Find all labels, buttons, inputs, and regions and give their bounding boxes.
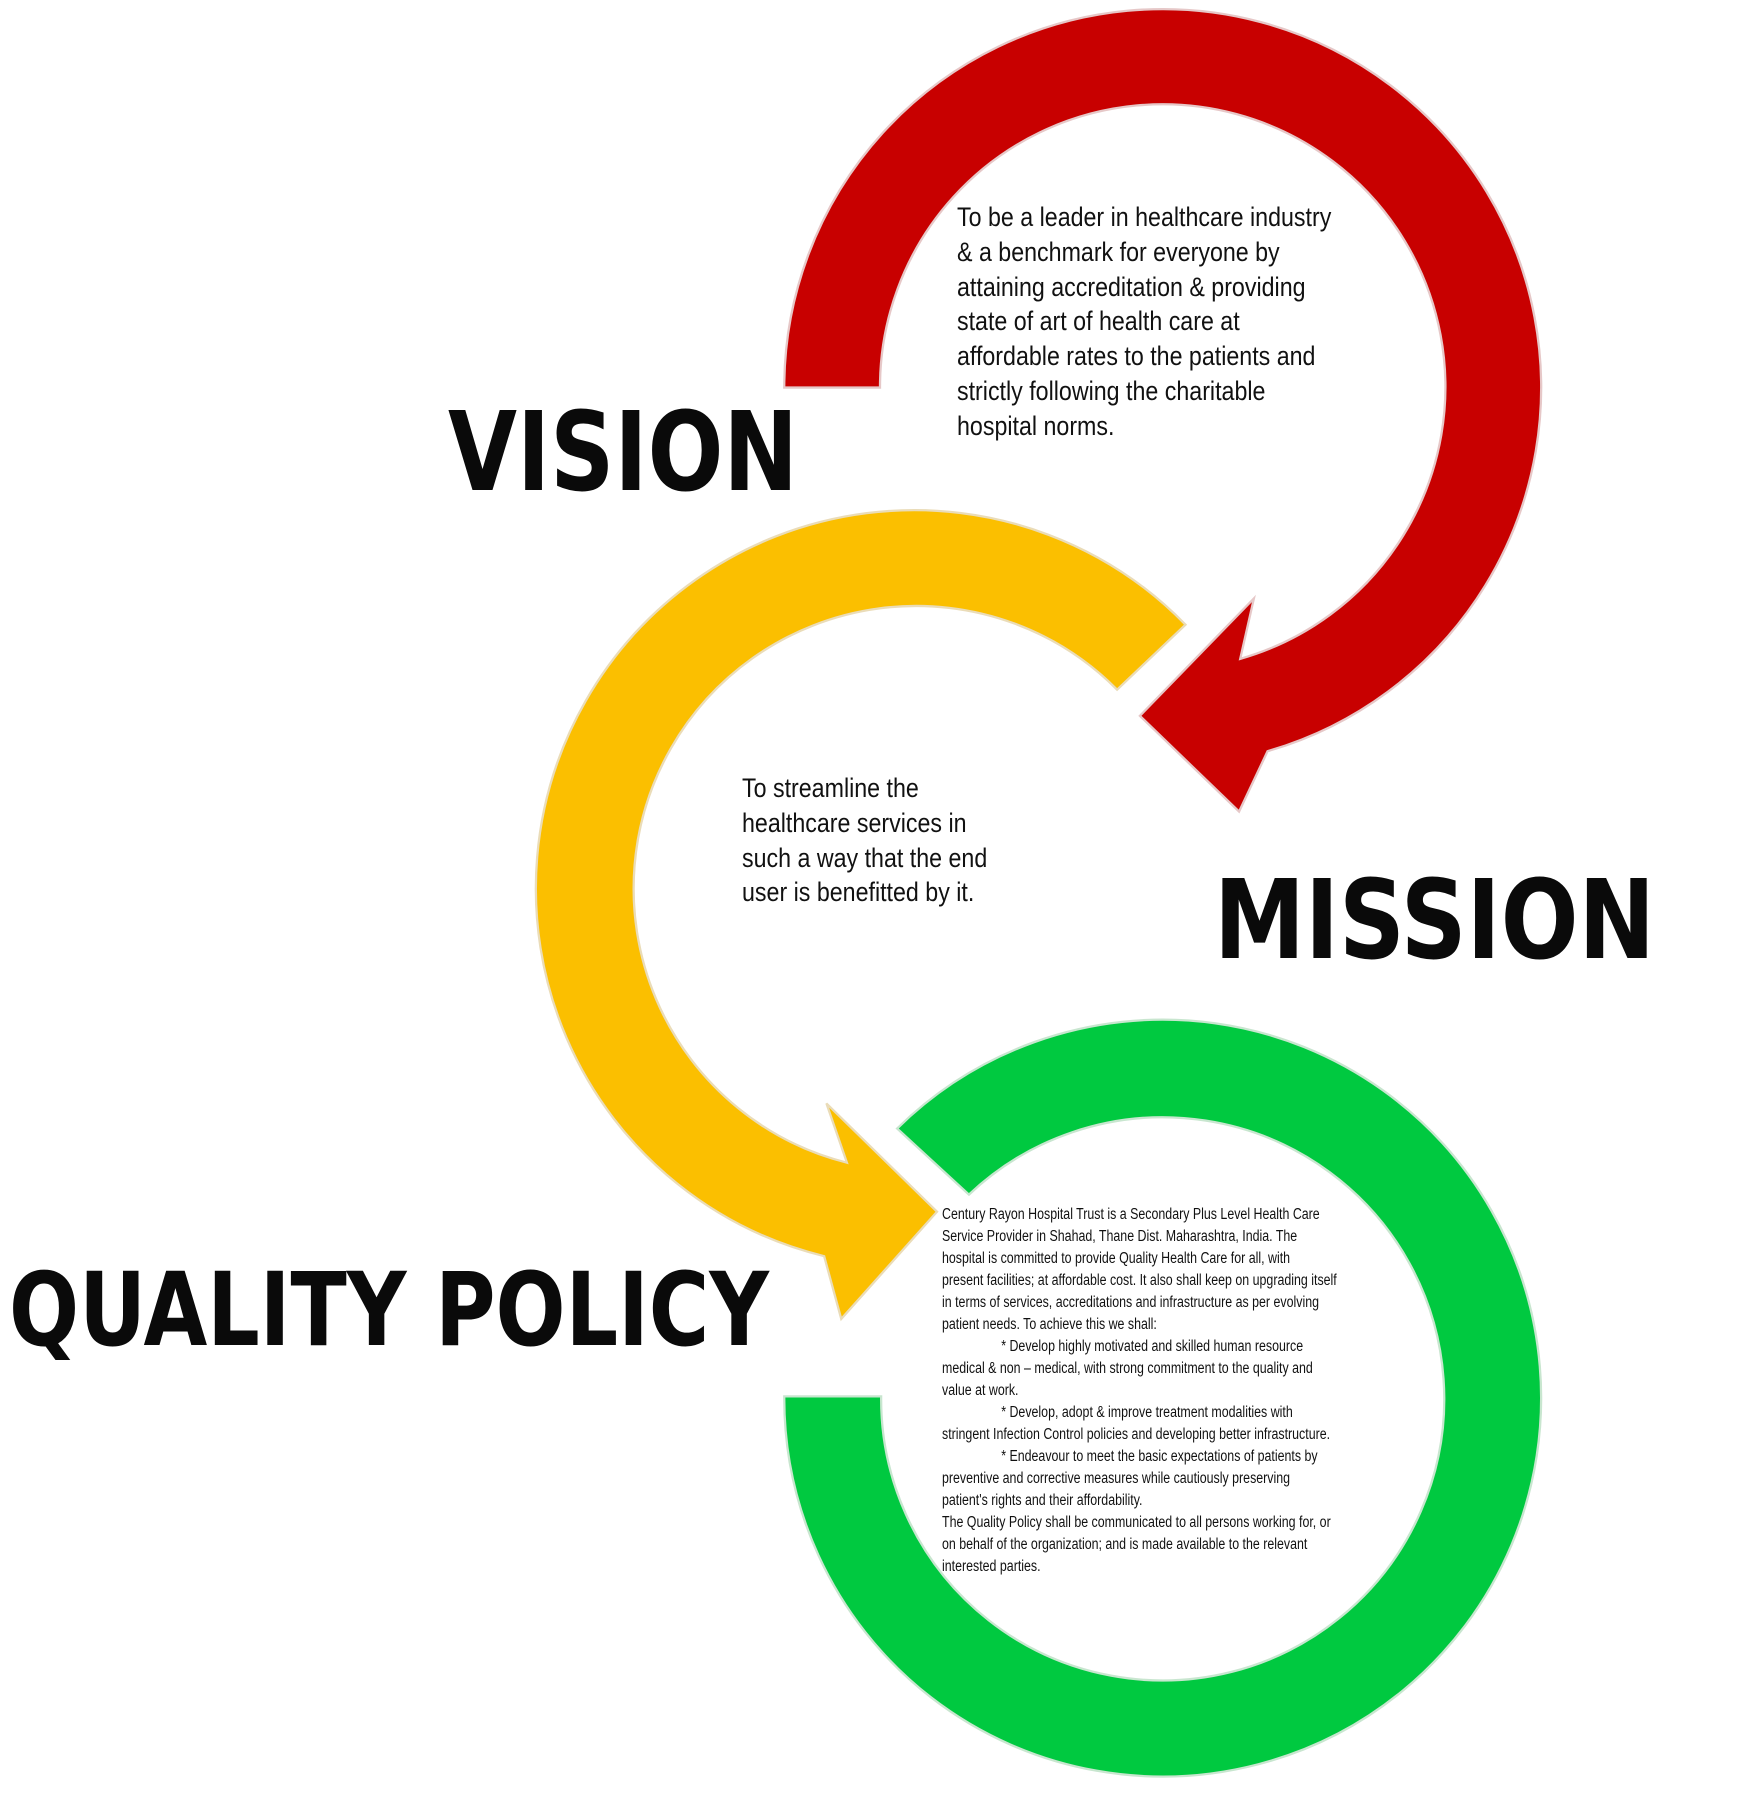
vision-statement: To be a leader in healthcare industry & … [957, 200, 1331, 444]
quality-line: preventive and corrective measures while… [942, 1470, 1291, 1487]
mission-arrow-yellow [534, 509, 1188, 1322]
mission-line: such a way that the end [742, 842, 988, 873]
quality-line: The Quality Policy shall be communicated… [942, 1514, 1331, 1531]
quality-line: interested parties. [942, 1558, 1041, 1575]
quality-line: present facilities; at affordable cost. … [942, 1272, 1337, 1289]
vision-line: affordable rates to the patients and [957, 341, 1316, 372]
vision-line: To be a leader in healthcare industry [957, 202, 1332, 232]
mission-line: To streamline the [742, 773, 919, 803]
quality-line: on behalf of the organization; and is ma… [942, 1536, 1308, 1553]
quality-ring-green [783, 1018, 1543, 1778]
quality-bullet: * Endeavour to meet the basic expectatio… [1001, 1448, 1318, 1465]
quality-line: hospital is committed to provide Quality… [942, 1250, 1291, 1267]
quality-line: medical & non – medical, with strong com… [942, 1360, 1313, 1377]
quality-line: Century Rayon Hospital Trust is a Second… [942, 1206, 1320, 1223]
quality-line: stringent Infection Control policies and… [942, 1426, 1331, 1443]
quality-line: value at work. [942, 1382, 1019, 1399]
vision-line: & a benchmark for everyone by [957, 236, 1280, 267]
vision-line: attaining accreditation & providing [957, 271, 1306, 302]
quality-line: Service Provider in Shahad, Thane Dist. … [942, 1228, 1298, 1245]
vision-line: state of art of health care at [957, 306, 1240, 337]
quality-policy-statement: Century Rayon Hospital Trust is a Second… [942, 1204, 1337, 1578]
quality-line: in terms of services, accreditations and… [942, 1294, 1319, 1311]
mission-title: MISSION [1214, 856, 1655, 984]
mission-line: healthcare services in [742, 807, 967, 838]
quality-policy-title: QUALITY POLICY [9, 1251, 770, 1370]
vision-line: hospital norms. [957, 410, 1115, 441]
vision-arrow-red [783, 7, 1543, 814]
vision-line: strictly following the charitable [957, 375, 1266, 406]
quality-bullet: * Develop highly motivated and skilled h… [1001, 1338, 1304, 1355]
mission-statement: To streamline the healthcare services in… [742, 771, 987, 910]
vision-title: VISION [448, 388, 798, 516]
quality-line: patient's rights and their affordability… [942, 1492, 1143, 1509]
mission-line: user is benefitted by it. [742, 877, 975, 908]
quality-bullet: * Develop, adopt & improve treatment mod… [1001, 1404, 1293, 1421]
quality-line: patient needs. To achieve this we shall: [942, 1316, 1157, 1333]
